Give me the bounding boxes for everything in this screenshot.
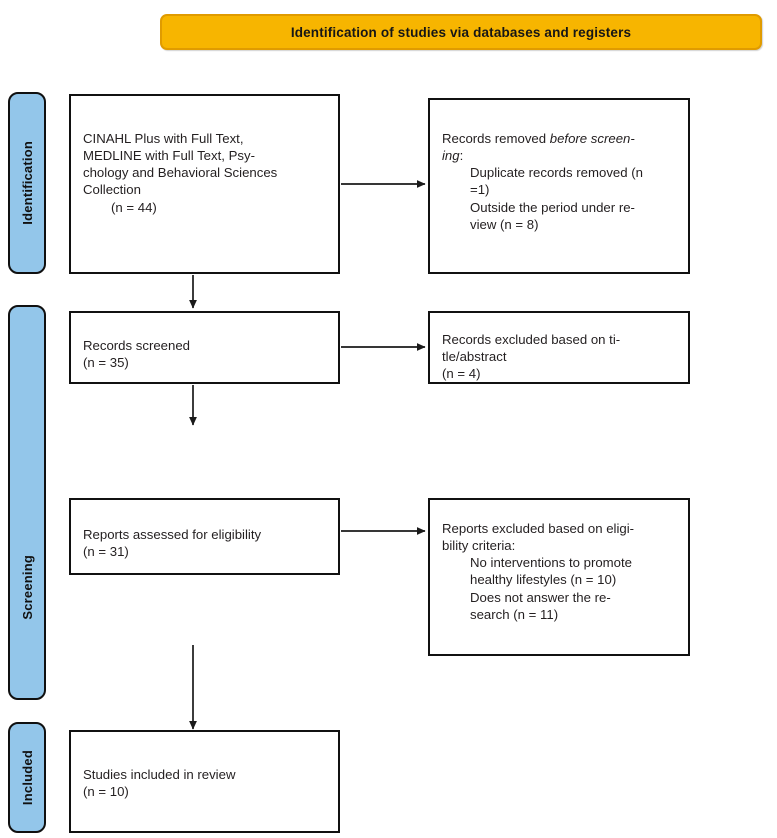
records-removed-item-2-line-1: Outside the period under re- [470,199,635,215]
reports-excluded-line-2: bility criteria: [442,538,516,554]
records-excluded-line-1: Records excluded based on ti- [442,332,621,347]
records-identified-line-4: Collection [83,182,141,198]
records-removed-heading-plain: Records removed [442,131,550,146]
records-removed-item-2-line-2: view (n = 8) [470,216,539,232]
records-removed-heading-italic-a: before screen- [549,131,635,146]
records-screened-line-1: Records screened [83,338,191,353]
stage-label-included-text: Included [19,749,35,806]
records-identified-line-2: MEDLINE with Full Text, Psy- [83,148,255,164]
records-removed-item-1-line-2: =1) [470,182,490,198]
records-removed-heading-line-2: ing: [442,147,678,164]
records-removed-heading-italic-b: ing [442,148,460,164]
stage-label-included: Included [8,722,46,833]
reports-excluded-item-1-line-2: healthy lifestyles (n = 10) [470,572,617,588]
records-screened-count: (n = 35) [83,355,129,371]
stage-label-screening: Screening [8,305,46,700]
header-banner-title: Identification of studies via databases … [290,24,632,40]
box-records-identified: CINAHL Plus with Full Text, MEDLINE with… [69,94,340,274]
box-records-screened: Records screened (n = 35) [69,311,340,384]
box-reports-assessed-for-eligibility: Reports assessed for eligibility (n = 31… [69,498,340,575]
reports-assessed-count: (n = 31) [83,544,129,560]
box-records-removed-before-screening: Records removed before screen- ing: Dupl… [428,98,690,274]
records-removed-item-1-line-1: Duplicate records removed (n [470,165,643,181]
studies-included-count: (n = 10) [83,784,129,800]
header-banner: Identification of studies via databases … [160,14,762,50]
reports-excluded-item-2-line-2: search (n = 11) [470,606,559,622]
records-identified-line-1: CINAHL Plus with Full Text, [83,131,244,146]
stage-label-identification-text: Identification [19,141,35,225]
reports-assessed-line-1: Reports assessed for eligibility [83,527,262,542]
reports-excluded-item-2-line-1: Does not answer the re- [470,589,611,605]
box-records-excluded: Records excluded based on ti- tle/abstra… [428,311,690,384]
box-reports-excluded: Reports excluded based on eligi- bility … [428,498,690,656]
stage-label-screening-text: Screening [19,555,35,620]
records-excluded-line-2: tle/abstract [442,349,507,365]
reports-excluded-line-1: Reports excluded based on eligi- [442,521,635,536]
records-identified-count: (n = 44) [111,199,157,215]
box-studies-included-in-review: Studies included in review (n = 10) [69,730,340,833]
records-excluded-count: (n = 4) [442,366,481,382]
records-removed-heading: Records removed before screen- [442,130,678,147]
stage-label-identification: Identification [8,92,46,274]
records-identified-line-3: chology and Behavioral Sciences [83,165,278,181]
studies-included-line-1: Studies included in review [83,767,236,782]
records-removed-heading-colon: : [459,148,464,164]
reports-excluded-item-1-line-1: No interventions to promote [470,555,632,571]
